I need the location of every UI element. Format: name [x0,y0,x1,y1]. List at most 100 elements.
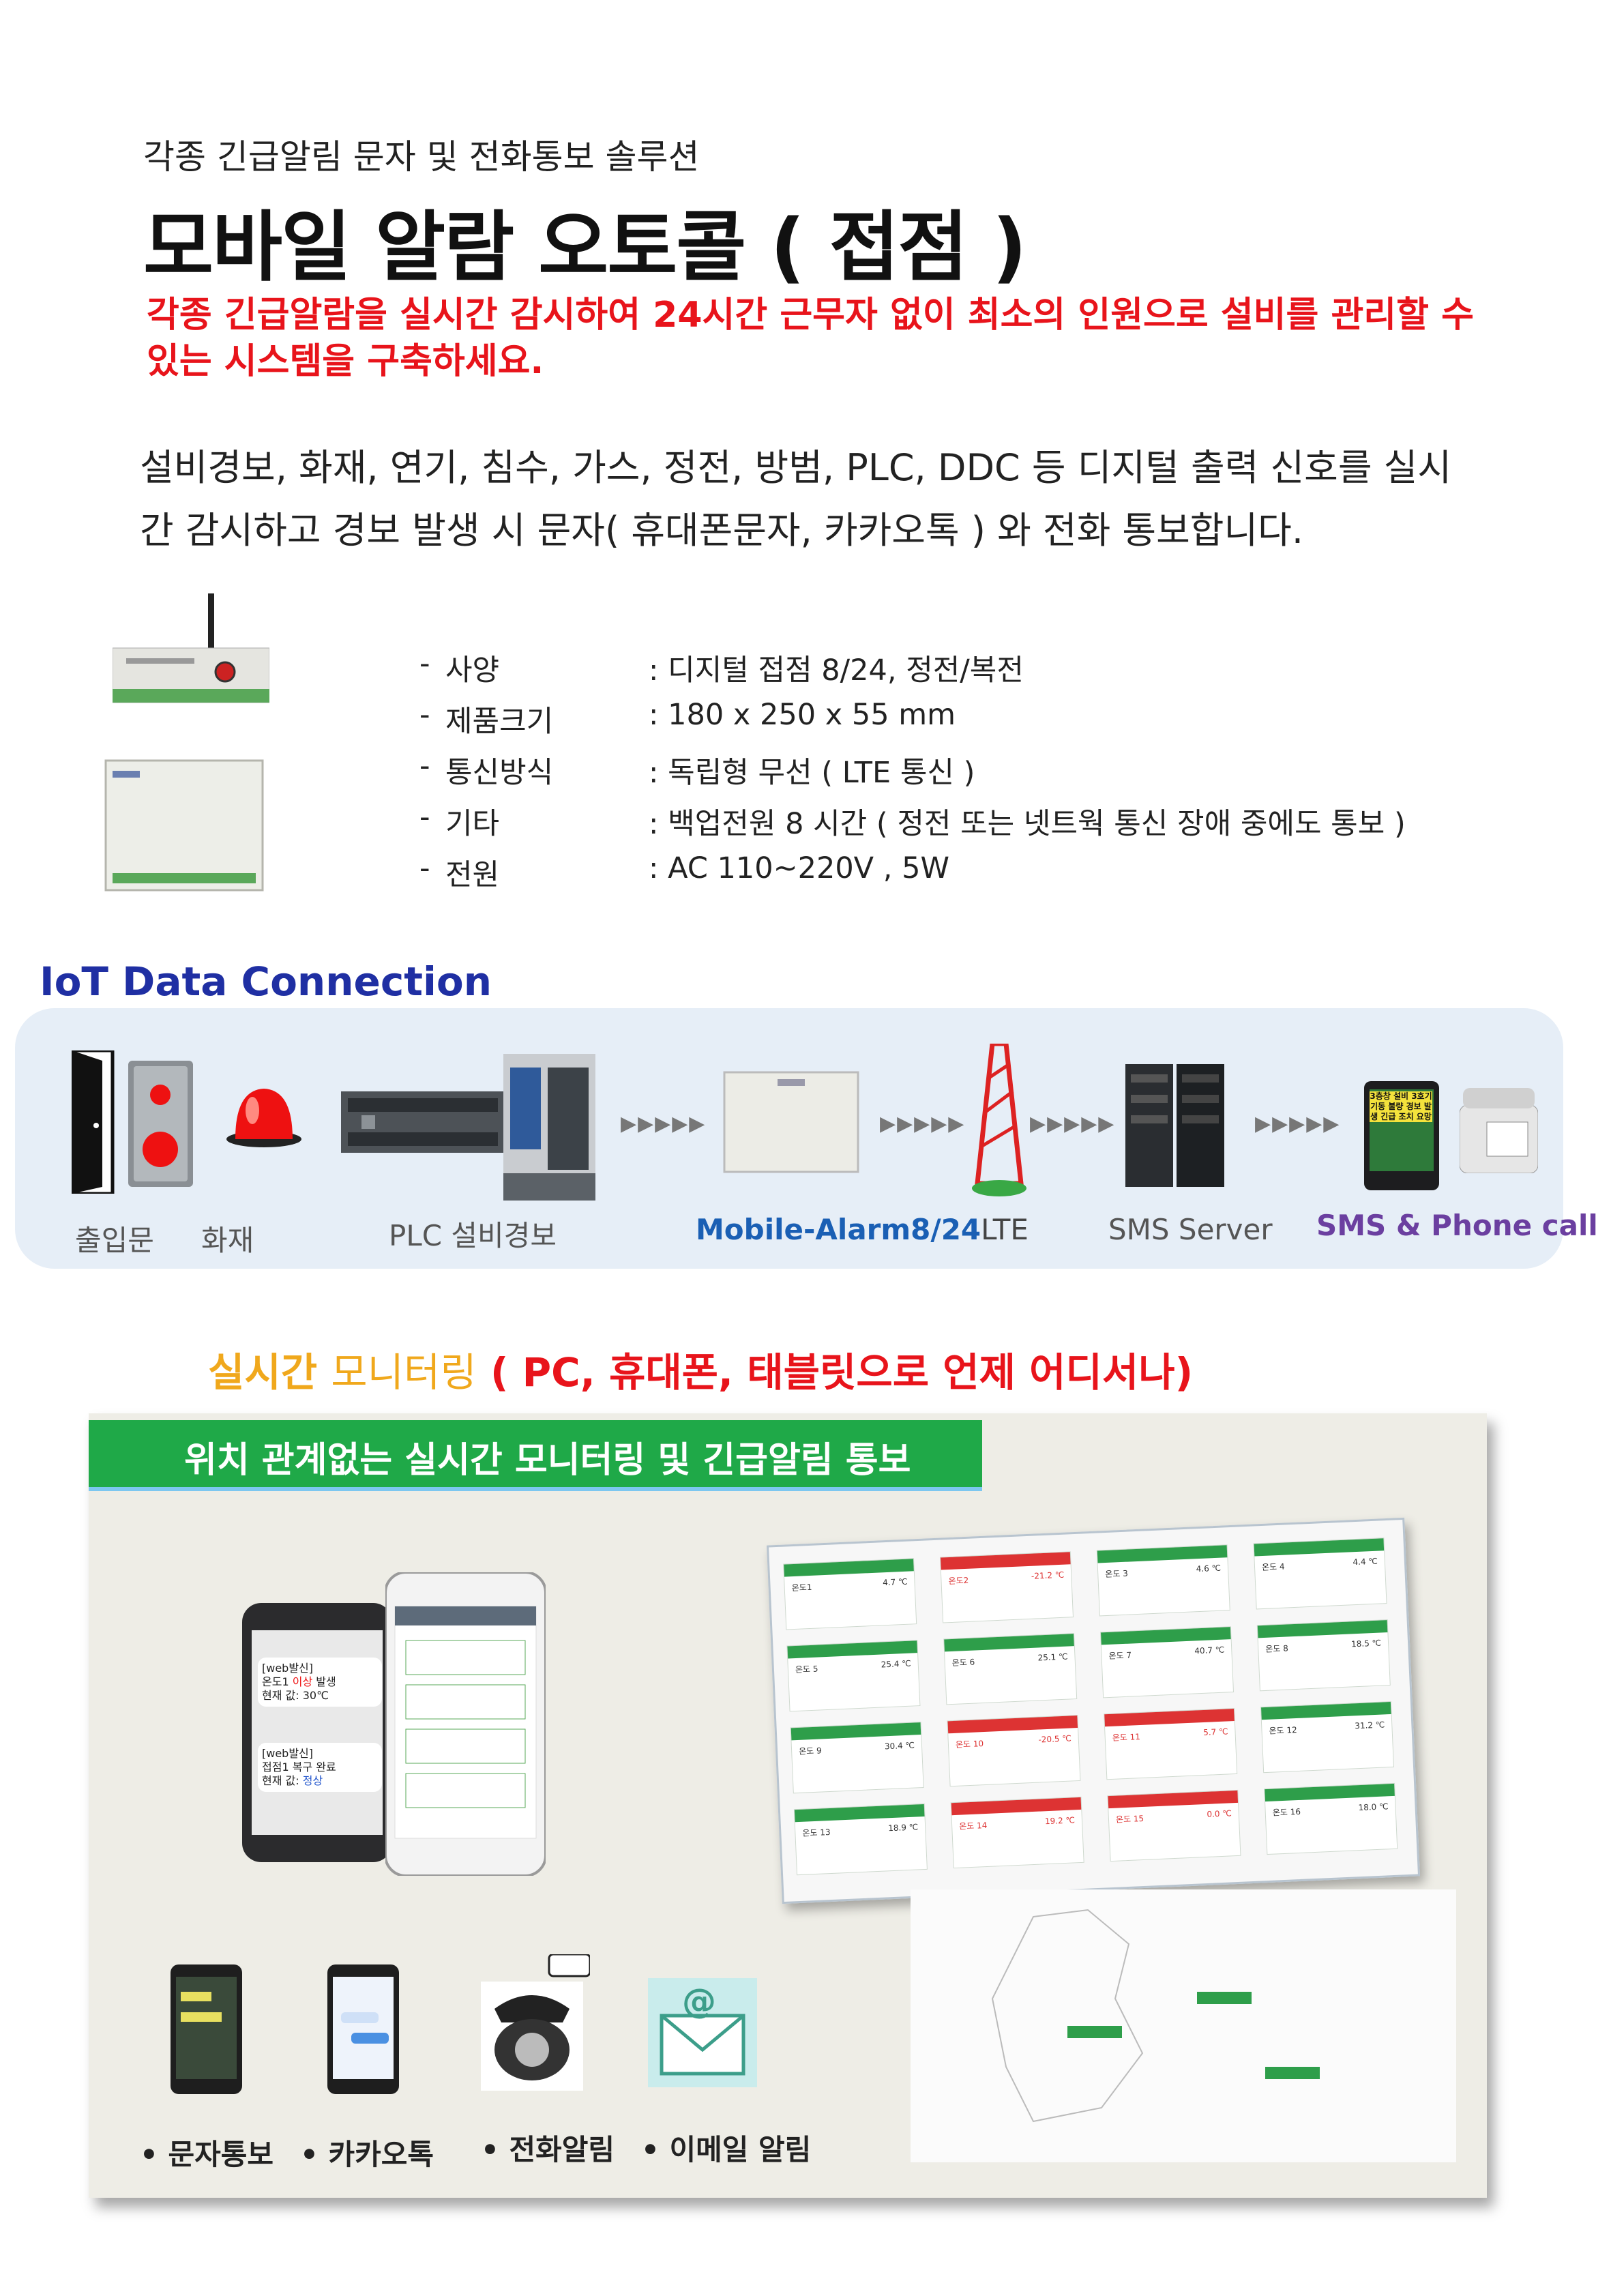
status-card: 온도2-21.2 ℃ [939,1551,1074,1623]
status-card-header [940,1552,1071,1570]
subtitle: 각종 긴급알림 문자 및 전화통보 솔루션 [143,137,700,177]
flow-arrows: ▶▶▶▶▶ [1255,1112,1341,1136]
at-sign-icon: @ [682,1982,716,2021]
device-label: Mobile-Alarm8/24LTE [696,1213,1029,1246]
monitoring-heading: 실시간 모니터링 ( PC, 휴대폰, 태블릿으로 언제 어디서나) [208,1349,1194,1396]
desk-phone-icon [1460,1088,1538,1173]
flow-arrows: ▶▶▶▶▶ [621,1112,707,1136]
page-title: 모바일 알람 오토콜 ( 접점 ) [143,203,1027,292]
flow-arrows: ▶▶▶▶▶ [880,1112,966,1136]
door-label: 출입문 [75,1224,154,1257]
door-icon [72,1050,115,1194]
status-card-header [1104,1709,1235,1727]
spec-row: -통신방식: 독립형 무선 ( LTE 통신 ) [419,749,975,790]
mobile-alarm-device-icon [723,1071,859,1173]
status-card-header [794,1804,925,1823]
telephone-alert-icon [481,1954,590,2091]
channel-email-label: • 이메일 알림 [641,2133,812,2166]
status-card-header [1254,1538,1385,1557]
status-card-value: 온도 10-20.5 ℃ [955,1733,1072,1750]
spec-row: -제품크기: 180 x 250 x 55 mm [419,698,956,739]
korea-map-image [911,1889,1456,2162]
tagline: 각종 긴급알람을 실시간 감시하여 24시간 근무자 없이 최소의 인원으로 설… [147,295,1474,382]
channel-phone-label: • 전화알림 [481,2133,615,2166]
status-card-header [1257,1620,1388,1638]
sms-alert-bubble: 3층창 설비 3호기 기동 불량 경보 발생 긴급 조치 요망 [1370,1091,1432,1122]
status-card-header [947,1716,1078,1734]
sms-message-2: [web발신] 접점1 복구 완료 현재 값: 정상 [258,1743,382,1792]
status-card-header [1265,1783,1395,1802]
spec-row: -기타: 백업전원 8 시간 ( 정전 또는 넷트웍 통신 장애 중에도 통보 … [419,800,1406,841]
spec-list: -사양: 디지털 접점 8/24, 정전/복전 -제품크기: 180 x 250… [419,647,1406,902]
status-card-header [1108,1790,1239,1809]
sms-message-1: [web발신] 온도1 이상 발생 현재 값: 30℃ [258,1658,382,1707]
description-line-2: 간 감시하고 경보 발생 시 문자( 휴대폰문자, 카카오톡 ) 와 전화 통보… [140,509,1303,552]
device-with-antenna-image [113,593,269,703]
sms-notify-phone-icon [171,1964,242,2094]
fire-label: 화재 [201,1224,254,1257]
alarm-device-image [104,759,264,892]
plc-controller-icon [341,1091,505,1153]
monitoring-banner [89,1420,982,1491]
spec-row: -전원: AC 110~220V , 5W [419,851,949,892]
sms-phone-image [242,1603,392,1862]
siren-icon [226,1089,301,1147]
channel-sms-label: • 문자통보 [140,2138,274,2171]
server-label: SMS Server [1108,1213,1273,1246]
status-card-value: 온도2-21.2 ℃ [948,1570,1065,1587]
status-card-header [944,1634,1074,1652]
android-phone-image [385,1572,546,1876]
status-card-header [787,1640,918,1659]
lte-tower-icon [972,1044,1026,1196]
status-card-header [784,1559,914,1577]
description-line-1: 설비경보, 화재, 연기, 침수, 가스, 정전, 방범, PLC, DDC 등… [140,446,1452,489]
description: 설비경보, 화재, 연기, 침수, 가스, 정전, 방범, PLC, DDC 등… [140,437,1470,562]
flow-arrows: ▶▶▶▶▶ [1030,1112,1116,1136]
fire-alarm-button-icon [128,1061,193,1187]
cnc-machine-icon [503,1054,595,1201]
channel-kakao-label: • 카카오톡 [300,2138,434,2171]
status-card-header [1101,1627,1231,1645]
status-card-header [951,1797,1082,1816]
monitoring-banner-text: 위치 관계없는 실시간 모니터링 및 긴급알림 통보 [184,1440,911,1481]
status-card: 온도 10-20.5 ℃ [947,1714,1081,1787]
spec-row: -사양: 디지털 접점 8/24, 정전/복전 [419,647,1024,688]
status-card-header [790,1722,921,1741]
server-rack-icon [1125,1064,1224,1187]
status-card-header [1261,1701,1391,1720]
kakaotalk-phone-icon [327,1964,399,2094]
iot-section-title: IoT Data Connection [40,958,492,1005]
plc-label: PLC 설비경보 [389,1219,557,1252]
result-label: SMS & Phone call [1316,1209,1598,1242]
email-icon [648,1978,757,2087]
